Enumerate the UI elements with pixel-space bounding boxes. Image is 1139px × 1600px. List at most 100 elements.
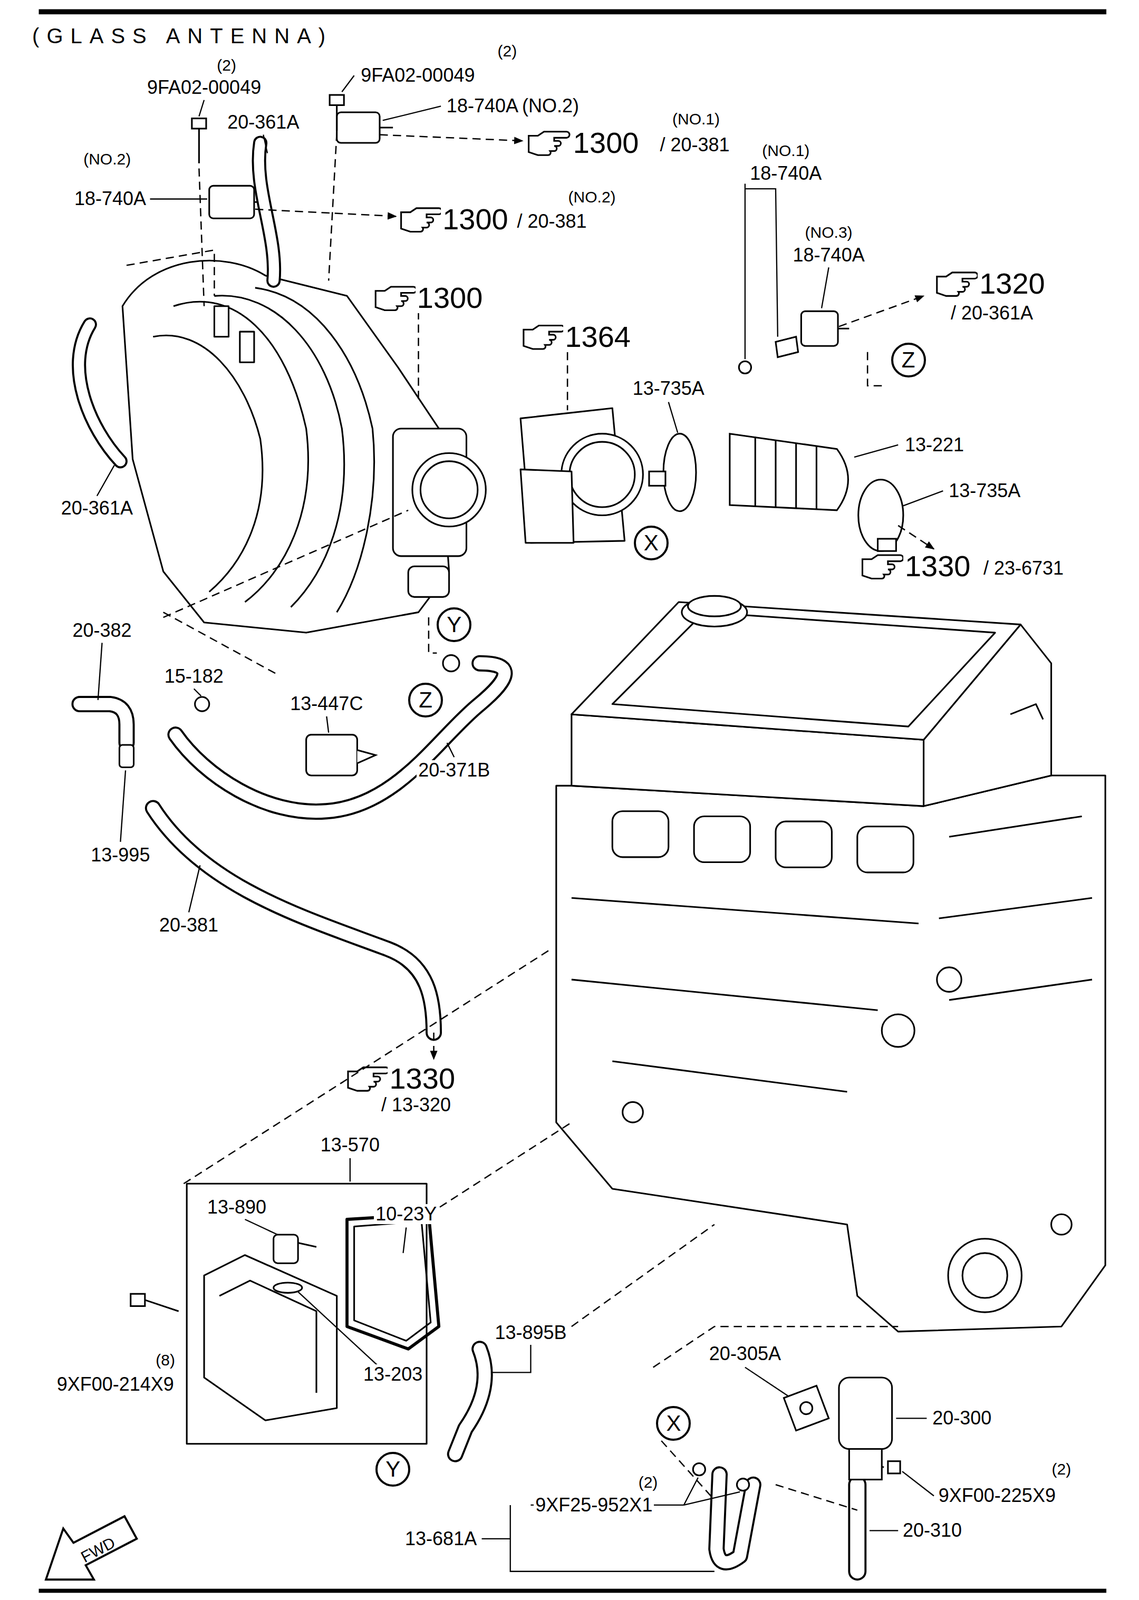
part-number: 20-382	[70, 620, 133, 641]
small-parts-part	[306, 735, 358, 776]
dashed-leader-part	[255, 209, 397, 217]
part-number: 18-740A	[445, 95, 520, 117]
hose-part	[79, 704, 127, 744]
small-parts-part	[195, 697, 210, 712]
leader-line-part	[97, 465, 115, 497]
engine-block-part	[937, 967, 962, 992]
hose-part	[152, 808, 434, 1034]
hose-part	[847, 1484, 867, 1572]
bolt	[130, 94, 901, 1474]
part-number: 10-23Y	[373, 1204, 439, 1225]
note-text: (8)	[153, 1352, 177, 1369]
pcv-assembly-part	[219, 1280, 317, 1394]
bolt-part	[130, 1294, 146, 1307]
throttle-body-part	[569, 441, 635, 508]
part-number: / 20-381	[658, 134, 731, 156]
note-text: (2)	[496, 42, 519, 60]
engine-block-part	[571, 602, 1021, 740]
hose-part	[716, 1474, 754, 1563]
dashed-leader-part	[328, 132, 337, 282]
note-text: (2)	[636, 1474, 660, 1492]
part-number: 20-361A	[59, 498, 135, 519]
leader-line-part	[403, 1227, 407, 1253]
leader-line-part	[341, 75, 354, 92]
intake-manifold-part	[214, 306, 229, 337]
pcv-assembly-part	[346, 1214, 439, 1349]
part-number: 13-221	[903, 435, 966, 456]
reference-hand-part	[523, 325, 565, 350]
engine-block-part	[881, 1014, 915, 1048]
dashed-leader-part	[428, 1122, 572, 1215]
part-number: 20-305A	[707, 1344, 783, 1365]
note-text: (2)	[215, 56, 238, 74]
dashed-leader-part	[653, 1326, 899, 1368]
leader-line-part	[150, 198, 208, 200]
pcv-assembly-part	[204, 1255, 337, 1422]
forward-arrow	[45, 1516, 137, 1580]
intake-manifold-part	[255, 287, 375, 613]
callout-letter: X	[665, 1412, 681, 1435]
dashed-leader-part	[163, 612, 276, 674]
part-number: / 23-6731	[981, 558, 1066, 579]
part-number: 20-310	[901, 1520, 964, 1541]
egr-valve-part	[848, 1449, 882, 1480]
diagram-title: (GLASS ANTENNA)	[30, 24, 335, 47]
engine-block-part	[775, 821, 832, 868]
small-parts-part	[736, 1479, 749, 1492]
reference-hand-part	[375, 286, 417, 311]
part-number: 13-681A	[403, 1529, 479, 1550]
intake-manifold-part	[214, 295, 344, 608]
engine-block-part	[612, 811, 669, 858]
part-number: 13-570	[319, 1135, 382, 1156]
part-number: 13-735A	[631, 378, 707, 399]
part-number: / 20-361A	[949, 303, 1035, 324]
reference-number: 1300	[415, 282, 485, 314]
intake-manifold-part	[408, 566, 449, 597]
dashed-leader-part	[571, 1224, 715, 1328]
air-hose-part	[729, 433, 849, 511]
hose-part	[455, 1349, 485, 1455]
hose-part	[79, 324, 121, 462]
dashed-leader-part	[183, 949, 552, 1184]
small-parts-part	[119, 745, 134, 768]
pcv-assembly	[186, 1183, 439, 1445]
pcv-assembly-part	[297, 1243, 317, 1248]
hose-part	[79, 704, 127, 744]
intake-manifold-part	[412, 452, 486, 527]
callout-circle: X	[655, 1406, 691, 1442]
throttle-body-part	[561, 433, 644, 516]
callout-circle: Z	[408, 682, 443, 718]
callout-circle: Y	[436, 607, 472, 643]
leader-line-part	[382, 105, 441, 121]
leader-line-part	[895, 1417, 927, 1420]
part-number: 13-735A	[947, 480, 1022, 501]
engine-block-part	[1051, 1214, 1073, 1235]
reference-hand-part	[862, 555, 903, 579]
bolt-part	[145, 1300, 179, 1312]
hose-part	[79, 324, 121, 462]
bolt-part	[335, 104, 338, 131]
small-parts-part	[442, 655, 460, 672]
leader-line-part	[902, 1471, 934, 1496]
part-number: 13-890	[205, 1197, 268, 1218]
leader-line-part	[198, 100, 205, 117]
small-parts	[119, 655, 749, 1492]
leader-line	[97, 75, 944, 1572]
note-text: (NO.2)	[566, 188, 618, 206]
part-number: 13-447C	[288, 693, 365, 714]
part-number: 18-740A	[791, 245, 867, 266]
pcv-assembly-part	[354, 1221, 431, 1341]
hose-part	[258, 142, 275, 281]
engine-block-part	[622, 1102, 644, 1123]
reference-hand-part	[348, 1067, 389, 1092]
reference-number: 1300	[571, 127, 641, 159]
leader-line-part	[745, 183, 778, 360]
air-hose-part	[877, 538, 897, 552]
dashed-leader-part	[432, 1033, 435, 1060]
leader-line-part	[194, 689, 202, 697]
leader-line-part	[245, 1219, 278, 1235]
leader-line-part	[869, 1530, 899, 1532]
leader-line-part	[120, 770, 126, 842]
callout-letter: Z	[901, 349, 916, 372]
dashed-leader-part	[775, 1484, 858, 1511]
